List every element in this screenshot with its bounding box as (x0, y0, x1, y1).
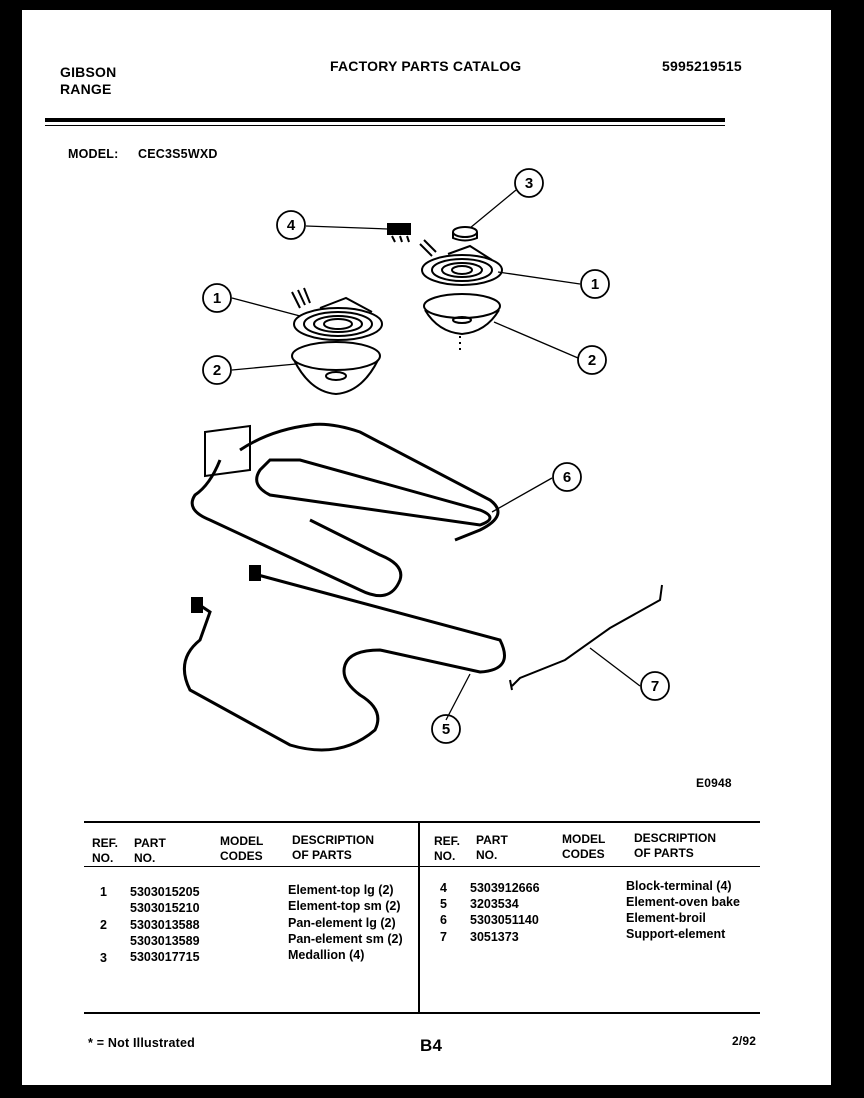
header-ref-no-left: REF.NO. (92, 836, 119, 865)
terminal-block (387, 223, 411, 243)
part-cell: 5303015205 (130, 885, 200, 899)
callout-3: 3 (525, 175, 533, 192)
description-cell: Element-broil (626, 911, 706, 925)
header-ref-no-right: REF.NO. (434, 834, 461, 863)
page-number: B4 (420, 1036, 443, 1055)
ref-cell: 6 (440, 913, 447, 927)
drip-pan-small (423, 293, 501, 350)
bake-element (182, 565, 506, 752)
callout-1-left: 1 (213, 290, 221, 307)
drip-pan-large (291, 341, 381, 396)
revision-date: 2/92 (732, 1034, 757, 1048)
callout-2-right: 2 (588, 352, 596, 369)
diagram-code: E0948 (696, 776, 732, 790)
model-label: MODEL: (68, 147, 119, 161)
model-value: CEC3S5WXD (138, 147, 218, 161)
ref-cell: 4 (440, 881, 447, 895)
callout-7: 7 (651, 678, 659, 695)
part-cell: 5303017715 (130, 950, 200, 964)
not-illustrated-note: * = Not Illustrated (88, 1036, 195, 1050)
description-cell: Medallion (4) (288, 948, 365, 962)
ref-cell: 5 (440, 897, 447, 911)
brand-line-1: GIBSON (60, 64, 117, 80)
part-cell: 5303912666 (470, 881, 540, 895)
ref-cell: 7 (440, 930, 447, 944)
description-cell: Element-top lg (2) (288, 883, 394, 897)
header-rule-thick (45, 118, 725, 122)
callout-circles (202, 168, 670, 744)
ref-cell: 2 (100, 918, 107, 932)
brand-line-2: RANGE (60, 81, 112, 97)
description-cell: Pan-element lg (2) (288, 916, 396, 930)
description-cell: Element-top sm (2) (288, 899, 401, 913)
callout-6: 6 (563, 469, 571, 486)
callout-1-right: 1 (591, 276, 599, 293)
header-rule-thin (45, 125, 725, 126)
callout-2-left: 2 (213, 362, 221, 379)
table-divider (418, 821, 420, 1012)
leader-lines (231, 189, 641, 721)
ref-cell: 1 (100, 885, 107, 899)
surface-element-large (291, 287, 383, 341)
element-support (509, 584, 663, 691)
medallion (452, 226, 478, 242)
catalog-page (22, 10, 831, 1085)
part-cell: 5303013588 (130, 918, 200, 932)
part-cell: 3203534 (470, 897, 519, 911)
description-cell: Element-oven bake (626, 895, 740, 909)
description-cell: Block-terminal (4) (626, 879, 732, 893)
table-bottom-rule (84, 1012, 760, 1014)
part-cell: 5303013589 (130, 934, 200, 948)
part-cell: 5303051140 (470, 913, 539, 927)
callout-4: 4 (287, 217, 296, 234)
description-cell: Pan-element sm (2) (288, 932, 403, 946)
callout-5: 5 (442, 721, 450, 738)
part-cell: 5303015210 (130, 901, 200, 915)
page-title: FACTORY PARTS CATALOG (330, 58, 522, 74)
table-header-rule (84, 866, 760, 867)
broil-element (190, 422, 500, 598)
ref-cell: 3 (100, 951, 107, 965)
surface-element-small (419, 239, 503, 286)
catalog-number: 5995219515 (662, 58, 742, 74)
description-cell: Support-element (626, 927, 726, 941)
part-cell: 3051373 (470, 930, 519, 944)
table-top-rule (84, 821, 760, 823)
